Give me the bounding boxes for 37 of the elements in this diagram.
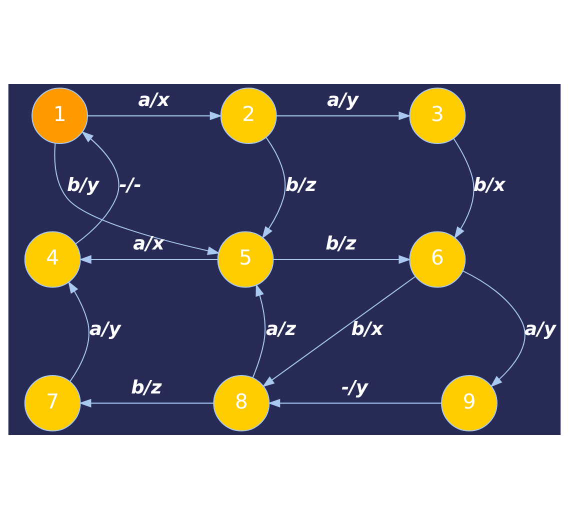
edge-label: a/y — [327, 89, 358, 110]
node-circle: 4 — [24, 230, 81, 288]
arrow — [252, 283, 266, 378]
edge-label: b/y — [66, 174, 99, 196]
arrow — [453, 138, 474, 239]
arrow — [68, 280, 90, 382]
edge-label: b/z — [286, 174, 316, 196]
arrow — [268, 398, 442, 407]
node-circle: 9 — [441, 374, 498, 431]
arrow — [78, 398, 214, 407]
edge-label: a/y — [90, 318, 121, 340]
arrow — [262, 276, 416, 387]
node-circle: 7 — [24, 374, 81, 431]
node-circle: 3 — [409, 87, 466, 144]
arrow — [88, 111, 222, 120]
node-circle: 2 — [220, 87, 277, 144]
edge-label: b/x — [351, 318, 384, 340]
edge-label: -/y — [341, 376, 368, 398]
node-circle: 6 — [409, 230, 466, 288]
edge-label: b/z — [131, 376, 162, 398]
edge-label: a/y — [524, 318, 556, 340]
arrow — [79, 254, 218, 264]
edge-label: a/x — [133, 233, 164, 254]
arrow — [262, 136, 286, 238]
arrow — [462, 270, 526, 387]
arrow — [276, 111, 412, 120]
node-circle: 1 — [32, 87, 88, 144]
arrow — [54, 142, 220, 254]
edge-label: a/x — [138, 89, 170, 110]
edge-label: a/z — [266, 318, 296, 340]
edge-label: -/- — [119, 174, 142, 196]
node-circle: 8 — [213, 374, 270, 431]
arrow — [273, 254, 412, 264]
edge-label: b/z — [326, 233, 356, 254]
arrow — [75, 130, 120, 244]
node-circle: 5 — [217, 230, 274, 288]
edge-label: b/x — [473, 174, 506, 196]
